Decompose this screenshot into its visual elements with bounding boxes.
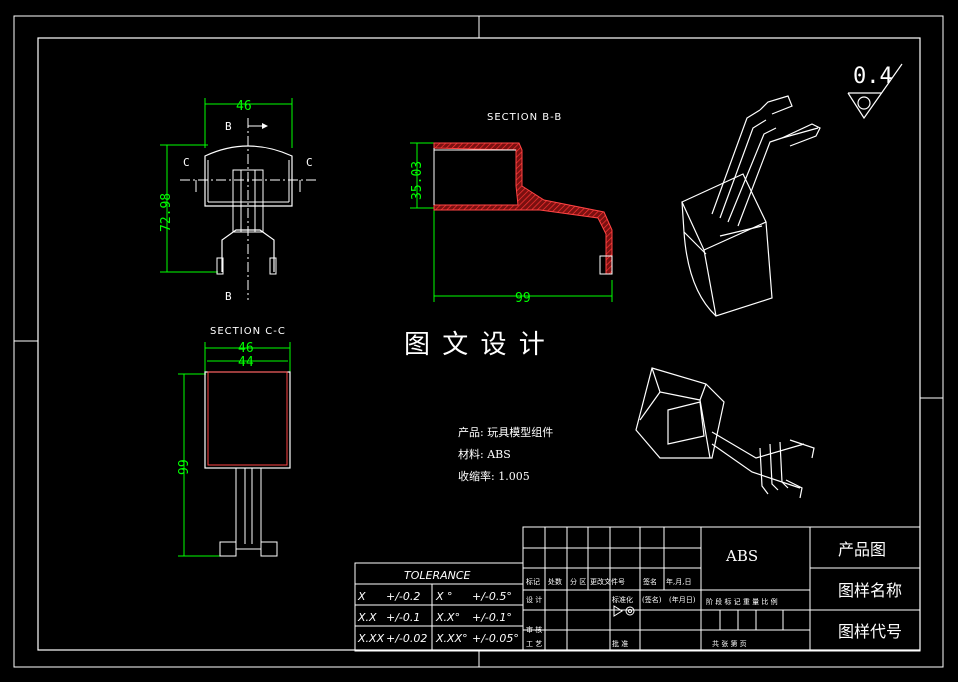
- isometric-view-upper: [681, 95, 821, 317]
- cut-label-b-bottom: B: [225, 290, 232, 303]
- tol-r3-b: +/-0.02: [386, 632, 427, 645]
- tol-r2-a: X.X: [357, 611, 377, 624]
- tb-header-1: 标记: [526, 577, 540, 586]
- tol-r3-a: X.XX: [357, 632, 385, 645]
- tol-r1-c: X °: [435, 590, 453, 603]
- tolerance-title: TOLERANCE: [404, 569, 471, 582]
- tb-material: ABS: [725, 547, 758, 565]
- top-dim-height: 72.98: [159, 193, 174, 232]
- tb-row-standard: 标准化: [612, 595, 633, 604]
- tol-r1-a: X: [357, 590, 366, 603]
- tb-row-date: (年月日): [669, 595, 696, 604]
- note-product: 产品: 玩具模型组件: [458, 425, 553, 439]
- tb-row-approve: 批 准: [612, 639, 628, 648]
- section-bb-view: SECTION B-B 35.03 99: [410, 112, 613, 306]
- top-dim-width: 46: [236, 99, 252, 114]
- note-material: 材料: ABS: [458, 447, 511, 461]
- tol-r2-c: X.X°: [435, 611, 460, 624]
- tol-r1-b: +/-0.2: [386, 590, 420, 603]
- cc-dim-inner: 44: [238, 355, 254, 370]
- isometric-view-lower: [635, 367, 815, 499]
- tb-header-5: 签名: [643, 577, 657, 586]
- tb-row-design: 设 计: [526, 595, 542, 604]
- tb-drawing-name: 图样名称: [838, 581, 902, 600]
- roughness-value: 0.4: [853, 64, 893, 89]
- roughness-symbol: 0.4: [847, 63, 903, 120]
- tb-header-2: 处数: [548, 577, 562, 586]
- title-block: [522, 526, 921, 652]
- tb-row-review: 审 核: [526, 625, 542, 634]
- cut-label-b-top: B: [225, 120, 232, 133]
- cut-label-c-left: C: [183, 156, 190, 169]
- tb-header-6: 年,月,日: [666, 577, 691, 586]
- cut-label-c-right: C: [306, 156, 313, 169]
- tol-r1-d: +/-0.5°: [472, 590, 512, 603]
- note-shrinkage: 收缩率: 1.005: [458, 469, 530, 483]
- section-cc-view: SECTION C-C 46 44 99: [177, 326, 291, 557]
- cc-dim-outer: 46: [238, 341, 254, 356]
- tb-row-process: 工 艺: [526, 640, 542, 648]
- top-view: 46 72.98 B B C C: [159, 98, 318, 303]
- watermark-text: 图 文 设 计: [404, 330, 547, 360]
- tol-r3-d: +/-0.05°: [472, 632, 519, 645]
- bb-dim-height: 35.03: [410, 161, 425, 200]
- tb-header-3: 分 区: [570, 577, 586, 586]
- tb-drawing-type: 产品图: [838, 540, 886, 559]
- tolerance-table: TOLERANCE X +/-0.2 X ° +/-0.5° X.X +/-0.…: [354, 562, 524, 652]
- tb-sheet-info: 共 张 第 页: [712, 639, 747, 648]
- title-block-text: 标记 处数 分 区 更改文件号 签名 年,月,日 设 计 标准化 (签名) (年…: [526, 540, 902, 648]
- tol-r2-d: +/-0.1°: [472, 611, 512, 624]
- tb-header-4: 更改文件号: [590, 577, 625, 586]
- section-bb-label: SECTION B-B: [487, 112, 562, 123]
- tb-stage-headers: 阶 段 标 记 重 量 比 例: [706, 597, 778, 606]
- tb-drawing-code: 图样代号: [838, 622, 902, 641]
- tb-row-sign: (签名): [642, 595, 662, 604]
- bb-dim-length: 99: [515, 291, 531, 306]
- cc-dim-height: 99: [177, 459, 192, 475]
- tol-r2-b: +/-0.1: [386, 611, 420, 624]
- section-cc-label: SECTION C-C: [210, 326, 286, 337]
- tol-r3-c: X.XX°: [435, 632, 468, 645]
